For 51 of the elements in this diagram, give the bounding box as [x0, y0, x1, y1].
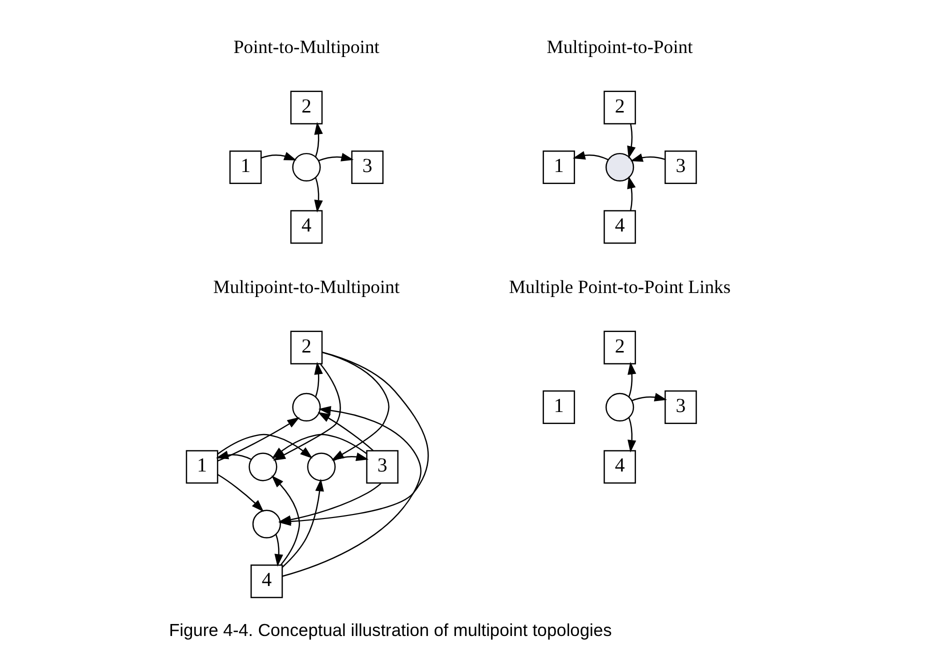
arrow	[317, 412, 374, 452]
node-box: 1	[542, 390, 575, 424]
arrow	[572, 151, 608, 160]
node-circle	[252, 510, 280, 538]
arrow	[626, 124, 636, 159]
node-box: 1	[542, 150, 575, 184]
arrow	[333, 452, 368, 462]
node-box: 3	[366, 450, 398, 484]
node-box: 2	[290, 330, 322, 364]
label: Multiple Point-to-Point Links	[508, 276, 730, 298]
node-circle	[248, 452, 277, 482]
arrow	[631, 392, 666, 402]
label: Multipoint-to-Multipoint	[212, 276, 400, 298]
arrow	[282, 406, 421, 577]
node-box: 1	[185, 450, 218, 484]
label: Multipoint-to-Point	[546, 36, 692, 58]
arrow	[216, 434, 312, 458]
node-circle	[292, 392, 320, 422]
arrow	[314, 362, 322, 397]
node-box: 3	[664, 150, 696, 184]
node-box: 3	[350, 150, 384, 184]
node-box: 4	[603, 210, 636, 244]
arrow	[314, 122, 322, 157]
arrow	[260, 152, 296, 160]
arrow	[215, 450, 252, 460]
arrow	[274, 534, 283, 567]
arrow	[627, 362, 636, 397]
arrow	[314, 178, 322, 212]
arrow	[217, 474, 264, 512]
node-box: 2	[603, 90, 636, 124]
label: Point-to-Multipoint	[232, 36, 379, 58]
caption: Figure 4-4. Conceptual illustration of multipoint topologies	[168, 620, 612, 640]
node-box: 3	[664, 390, 696, 424]
arrow	[626, 176, 636, 211]
arrow	[318, 152, 354, 162]
node-circle	[292, 152, 320, 182]
arrow	[282, 478, 324, 568]
arrow	[271, 434, 366, 459]
node-box: 4	[290, 210, 322, 244]
arrow	[630, 153, 665, 162]
node-box: 1	[228, 150, 262, 184]
arrow	[278, 482, 381, 524]
node-box: 4	[250, 564, 282, 598]
node-box: 4	[603, 450, 636, 484]
node-circle	[605, 152, 634, 182]
node-circle	[306, 452, 336, 482]
node-circle	[605, 392, 634, 422]
node-box: 2	[603, 330, 636, 364]
arrow	[270, 475, 300, 566]
node-box: 2	[290, 90, 322, 124]
arrow	[627, 418, 636, 452]
